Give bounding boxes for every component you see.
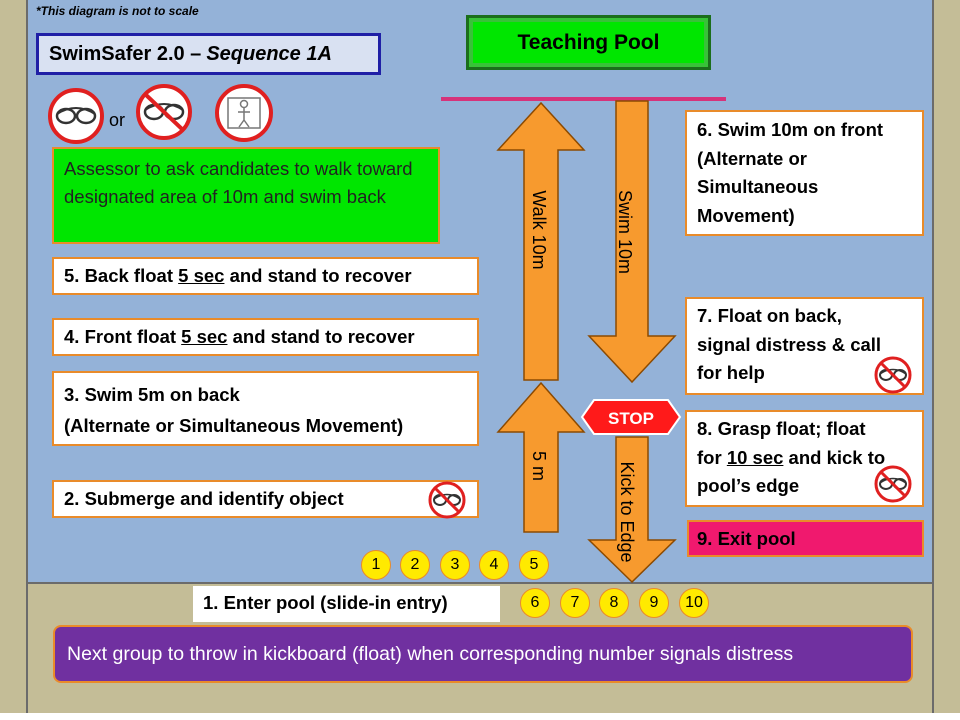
step-9-exit-pool: 9. Exit pool bbox=[687, 520, 924, 557]
step-6-box: 6. Swim 10m on front (Alternate or Simul… bbox=[685, 110, 924, 236]
candidate-number: 10 bbox=[679, 588, 709, 618]
step-8-line-2: for 10 sec and kick to bbox=[697, 444, 912, 473]
step-3-line-1: 3. Swim 5m on back bbox=[64, 384, 240, 405]
step-4-box: 4. Front float 5 sec and stand to recove… bbox=[52, 318, 479, 356]
step-2-box: 2. Submerge and identify object bbox=[52, 480, 479, 518]
step-8-line-3: pool’s edge bbox=[697, 475, 800, 496]
step-3-line-2: (Alternate or Simultaneous Movement) bbox=[64, 415, 404, 436]
no-goggles-icon bbox=[874, 356, 912, 394]
title-box: SwimSafer 2.0 – Sequence 1A bbox=[36, 33, 381, 75]
assessor-instruction: Assessor to ask candidates to walk towar… bbox=[52, 147, 440, 244]
teaching-pool-label: Teaching Pool bbox=[466, 15, 711, 70]
swim-label: Swim 10m bbox=[615, 190, 635, 274]
step-5-box: 5. Back float 5 sec and stand to recover bbox=[52, 257, 479, 295]
step-6-line-2: (Alternate or bbox=[697, 147, 807, 169]
kick-label: Kick to Edge bbox=[617, 461, 637, 562]
title-main: SwimSafer 2.0 – bbox=[49, 42, 202, 65]
candidate-number: 5 bbox=[519, 550, 549, 580]
candidate-number: 8 bbox=[599, 588, 629, 618]
candidate-number: 7 bbox=[560, 588, 590, 618]
step-8-duration: 10 sec bbox=[726, 446, 784, 468]
kick-arrow bbox=[587, 436, 677, 584]
title-sequence: Sequence 1A bbox=[206, 42, 332, 65]
designated-area-line bbox=[441, 97, 726, 101]
step-6-line-3: Simultaneous bbox=[697, 176, 819, 197]
step-5-duration: 5 sec bbox=[178, 265, 225, 286]
step-5-text: 5. Back float bbox=[64, 265, 179, 286]
no-goggles-icon bbox=[428, 481, 466, 519]
five-m-arrow bbox=[496, 381, 586, 533]
step-7-line-3: for help bbox=[697, 362, 765, 383]
step-4-text-end: and stand to recover bbox=[227, 326, 415, 347]
candidate-number: 4 bbox=[479, 550, 509, 580]
step-4-text: 4. Front float bbox=[64, 326, 182, 347]
pool-wall-left bbox=[0, 0, 28, 713]
candidate-number: 6 bbox=[520, 588, 550, 618]
step-5-text-end: and stand to recover bbox=[224, 265, 412, 286]
no-goggles-icon bbox=[874, 465, 912, 503]
goggles-icon bbox=[48, 88, 104, 144]
swim-arrow bbox=[587, 100, 677, 384]
stop-label: STOP bbox=[608, 409, 654, 428]
five-m-label: 5 m bbox=[529, 451, 549, 481]
step-1-enter-pool: 1. Enter pool (slide-in entry) bbox=[193, 586, 500, 622]
candidate-number: 2 bbox=[400, 550, 430, 580]
scale-note: *This diagram is not to scale bbox=[36, 4, 199, 18]
candidate-number: 1 bbox=[361, 550, 391, 580]
or-label: or bbox=[109, 110, 126, 130]
step-7-line-1: 7. Float on back, bbox=[697, 305, 842, 326]
walk-label: Walk 10m bbox=[529, 190, 549, 269]
no-goggles-icon bbox=[136, 84, 192, 140]
step-7-line-2: signal distress & call bbox=[697, 333, 882, 355]
step-8-for: for bbox=[697, 446, 727, 468]
step-4-duration: 5 sec bbox=[181, 326, 228, 347]
step-6-line-1: 6. Swim 10m on front bbox=[697, 119, 884, 140]
pool-wall-right bbox=[932, 0, 960, 713]
next-group-instruction: Next group to throw in kickboard (float)… bbox=[53, 625, 913, 683]
step-3-box: 3. Swim 5m on back (Alternate or Simulta… bbox=[52, 371, 479, 446]
swimwear-icon bbox=[215, 84, 273, 142]
step-8-kick: and kick to bbox=[783, 446, 886, 468]
stop-sign bbox=[580, 399, 682, 435]
candidate-number: 9 bbox=[639, 588, 669, 618]
candidate-number: 3 bbox=[440, 550, 470, 580]
step-6-line-4: Movement) bbox=[697, 204, 795, 226]
step-2-text: 2. Submerge and identify object bbox=[64, 488, 344, 509]
walk-arrow bbox=[496, 101, 586, 381]
step-8-line-1: 8. Grasp float; float bbox=[697, 418, 866, 439]
